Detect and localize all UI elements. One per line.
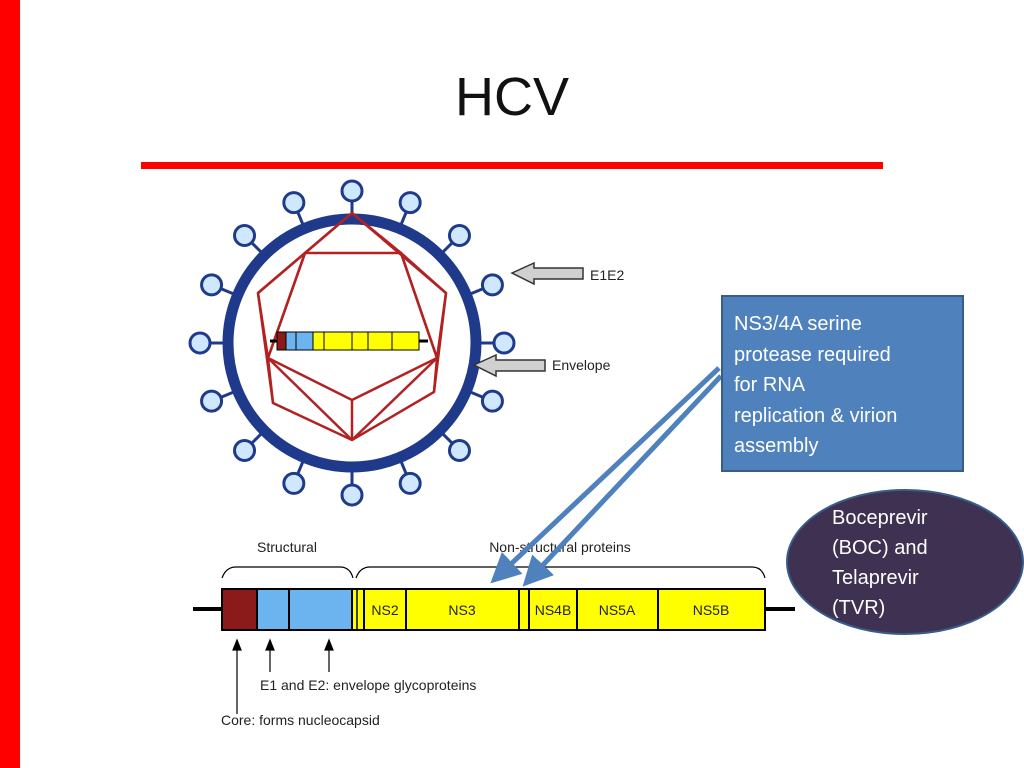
spike-knob [398, 191, 422, 215]
p7-segment [351, 588, 365, 631]
ns5a-segment [576, 588, 659, 631]
callout-line: assembly [734, 435, 819, 457]
envelope-glycoproteins-annotation: E1 and E2: envelope glycoproteins [260, 677, 476, 693]
spike-knob [282, 471, 306, 495]
drug-line: (BOC) and [832, 537, 928, 559]
virion-illustration: E1E2 Envelope [188, 179, 624, 507]
spike-knob [340, 483, 364, 507]
ns3-4a-callout: NS3/4A serine protease required for RNA … [721, 295, 964, 472]
drug-line: Telaprevir [832, 567, 919, 589]
glycoprotein-spikes [188, 179, 516, 507]
spike-knob [233, 438, 257, 462]
spike-stalk [250, 432, 263, 445]
e2-protein-segment [288, 588, 353, 631]
envelope-label: Envelope [552, 357, 611, 373]
structural-header: Structural [257, 539, 317, 555]
spike-stalk [399, 460, 408, 475]
ns3-label: NS3 [448, 602, 475, 618]
envelope-pointer-arrow [472, 353, 546, 378]
spike-stalk [296, 460, 305, 475]
arrow-to-ns3 [490, 366, 721, 584]
spike-stalk [220, 287, 235, 296]
spike-knob [480, 389, 504, 413]
genome-map: Structural Non-structural proteins NS2 N… [193, 539, 795, 728]
ns4a-segment [518, 588, 530, 631]
spike-knob [447, 438, 471, 462]
e1e2-pointer-arrow [510, 261, 584, 286]
callout-line: replication & virion [734, 404, 898, 427]
drug-line: Boceprevir [832, 507, 928, 529]
slide-title: HCV [454, 67, 569, 127]
spike-knob [282, 191, 306, 215]
ns3-segment [405, 588, 520, 631]
ns5b-label: NS5B [693, 602, 730, 618]
spike-knob [398, 471, 422, 495]
spike-knob [200, 389, 224, 413]
core-protein-segment [221, 588, 258, 631]
ns2-label: NS2 [371, 602, 398, 618]
callout-line: for RNA [734, 374, 806, 396]
drug-line: (TVR) [832, 597, 886, 619]
callout-arrows [490, 366, 723, 587]
spike-knob [447, 224, 471, 248]
spike-knob [200, 273, 224, 297]
spike-knob [188, 331, 212, 355]
spike-stalk [296, 211, 305, 226]
spike-stalk [441, 432, 454, 445]
e1-protein-segment [256, 588, 290, 631]
callout-line: protease required [734, 343, 891, 366]
spike-stalk [469, 287, 484, 296]
protease-inhibitors-ellipse: Boceprevir (BOC) and Telaprevir (TVR) [786, 489, 1024, 635]
nonstructural-brace [355, 566, 766, 579]
spike-stalk [441, 241, 454, 254]
ns5b-segment [657, 588, 766, 631]
spike-stalk [220, 390, 235, 399]
spike-knob [480, 273, 504, 297]
ns5a-label: NS5A [599, 602, 636, 618]
left-accent-bar [0, 0, 20, 768]
spike-stalk [250, 241, 263, 254]
ns4b-label: NS4B [535, 602, 572, 618]
ns4b-segment [528, 588, 578, 631]
spike-stalk [469, 390, 484, 399]
title-underline [141, 162, 883, 169]
arrow-to-ns4a [522, 374, 723, 587]
e1e2-label: E1E2 [590, 267, 624, 283]
spike-stalk [399, 211, 408, 226]
structural-brace [221, 566, 354, 579]
spike-knob [233, 224, 257, 248]
spike-knob [340, 179, 364, 203]
callout-line: NS3/4A serine [734, 313, 862, 335]
capsid-icosahedron [256, 211, 448, 442]
core-annotation: Core: forms nucleocapsid [221, 712, 380, 728]
spike-knob [492, 331, 516, 355]
annotation-arrows [232, 638, 334, 714]
mini-genome-strip [270, 331, 428, 351]
